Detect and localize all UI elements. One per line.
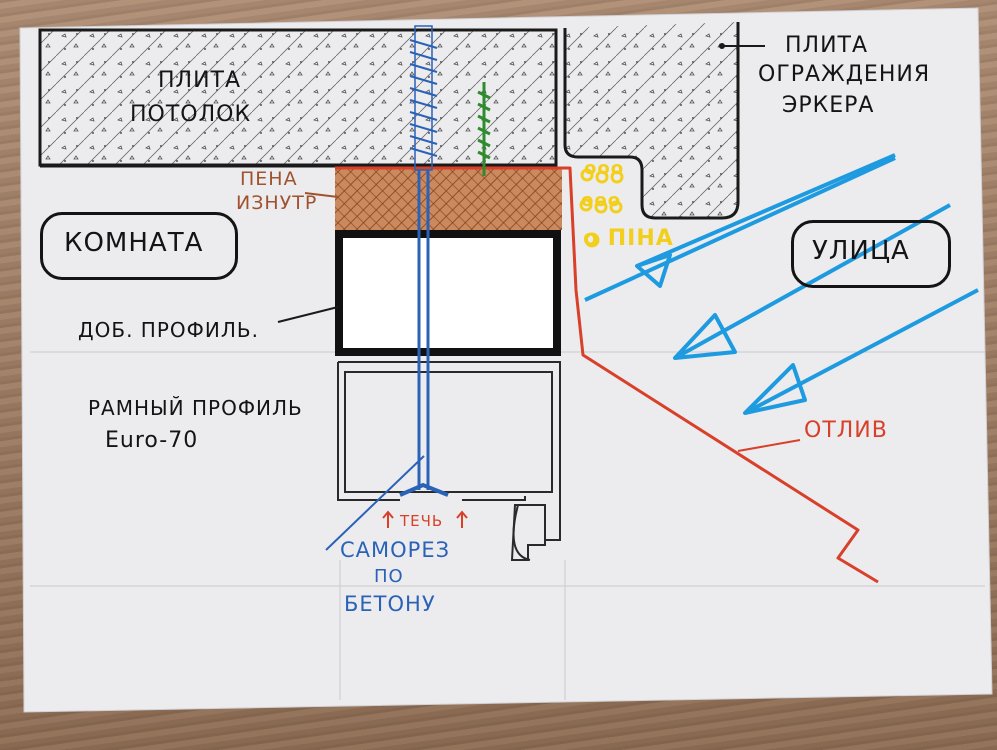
- drip-sill-label: ОТЛИВ: [804, 418, 888, 443]
- drip-sill-line: [335, 166, 879, 584]
- ceiling-slab-label-line2: ПОТОЛОК: [130, 102, 252, 127]
- bay-enclosure-slab: [563, 22, 740, 220]
- additional-profile-label: ДОБ. ПРОФИЛЬ.: [78, 318, 259, 342]
- bay-slab-label-line3: ЭРКЕРА: [782, 93, 875, 118]
- room-label: КОМНАТА: [64, 228, 204, 258]
- green-dowel: [477, 82, 491, 176]
- foam-label-line2: ИЗНУТР: [236, 192, 318, 214]
- outer-foam-label-line2: ооо: [581, 190, 622, 211]
- ceiling-slab: [38, 28, 558, 167]
- street-label-box: [791, 220, 951, 288]
- frame-profile-label-line2: Euro-70: [105, 428, 199, 453]
- foam-pointer-line: [304, 192, 339, 198]
- frame-profile-label-line1: РАМНЫЙ ПРОФИЛЬ: [88, 396, 303, 420]
- screw-label-line1: САМОРЕЗ: [340, 538, 451, 562]
- concrete-screw: [325, 25, 449, 551]
- paper-sheet: [19, 7, 993, 713]
- outer-foam-label-line1: ооо: [584, 158, 625, 179]
- leak-arrows: [382, 510, 468, 528]
- additional-profile-pointer: [277, 306, 339, 323]
- foam-label-line1: ПЕНА: [240, 168, 298, 190]
- room-label-box: [40, 212, 238, 280]
- screw-label-line2: ПО: [374, 566, 404, 587]
- slab-pointer-dot: [719, 43, 725, 49]
- additional-profile: [335, 230, 561, 356]
- outer-foam-dots: [579, 168, 624, 248]
- bay-slab-label-line1: ПЛИТА: [785, 33, 869, 58]
- screw-label-line3: БЕТОНУ: [344, 592, 436, 616]
- drip-sill-pointer: [737, 439, 801, 452]
- leak-label: ТЕЧЬ: [400, 512, 444, 530]
- bay-slab-label-line2: ОГРАЖДЕНИЯ: [758, 62, 931, 87]
- outer-foam-label-line3: о ПІНА: [583, 226, 674, 251]
- street-label: УЛИЦА: [812, 236, 910, 266]
- ceiling-slab-label-line1: ПЛИТА: [158, 68, 242, 93]
